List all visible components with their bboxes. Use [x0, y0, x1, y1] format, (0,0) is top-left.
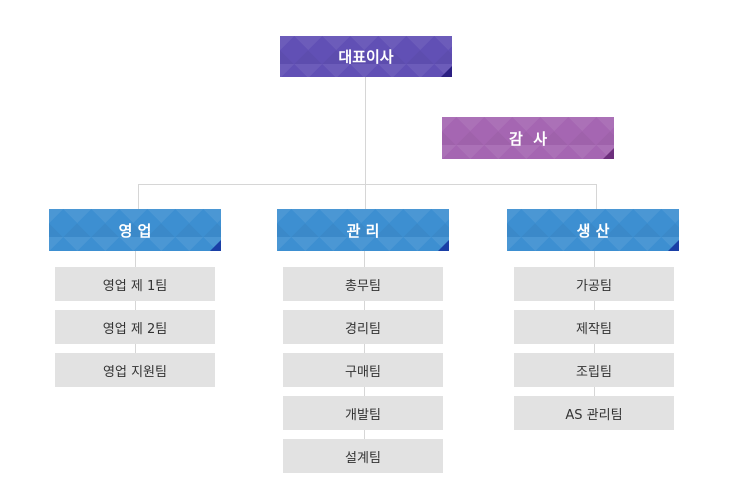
team-manufacturing: 제작팀: [514, 310, 674, 344]
connector-ceo-trunk: [365, 77, 366, 185]
dept-admin-label: 관 리: [346, 221, 380, 240]
audit-fold-corner: [603, 148, 614, 159]
team-sales-support: 영업 지원팀: [55, 353, 215, 387]
dept-sales-label: 영 업: [118, 221, 152, 240]
connector-sales-drop: [138, 184, 139, 210]
audit-box: 감 사: [442, 117, 614, 159]
team-development: 개발팀: [283, 396, 443, 430]
team-processing: 가공팀: [514, 267, 674, 301]
team-as-management: AS 관리팀: [514, 396, 674, 430]
connector-admin-drop: [365, 184, 366, 210]
connector-horizontal: [138, 184, 597, 185]
team-general-affairs: 총무팀: [283, 267, 443, 301]
dept-admin-fold-corner: [438, 240, 449, 251]
dept-production: 생 산: [507, 209, 679, 251]
team-design: 설계팀: [283, 439, 443, 473]
team-sales-2: 영업 제 2팀: [55, 310, 215, 344]
ceo-fold-corner: [441, 66, 452, 77]
ceo-box: 대표이사: [280, 36, 452, 77]
connector-production-drop: [596, 184, 597, 210]
audit-label: 감 사: [508, 129, 548, 148]
team-assembly: 조립팀: [514, 353, 674, 387]
team-purchasing: 구매팀: [283, 353, 443, 387]
dept-production-fold-corner: [668, 240, 679, 251]
ceo-label: 대표이사: [338, 48, 394, 66]
team-sales-1: 영업 제 1팀: [55, 267, 215, 301]
dept-sales: 영 업: [49, 209, 221, 251]
dept-sales-fold-corner: [210, 240, 221, 251]
dept-admin: 관 리: [277, 209, 449, 251]
team-accounting: 경리팀: [283, 310, 443, 344]
dept-production-label: 생 산: [576, 221, 610, 240]
